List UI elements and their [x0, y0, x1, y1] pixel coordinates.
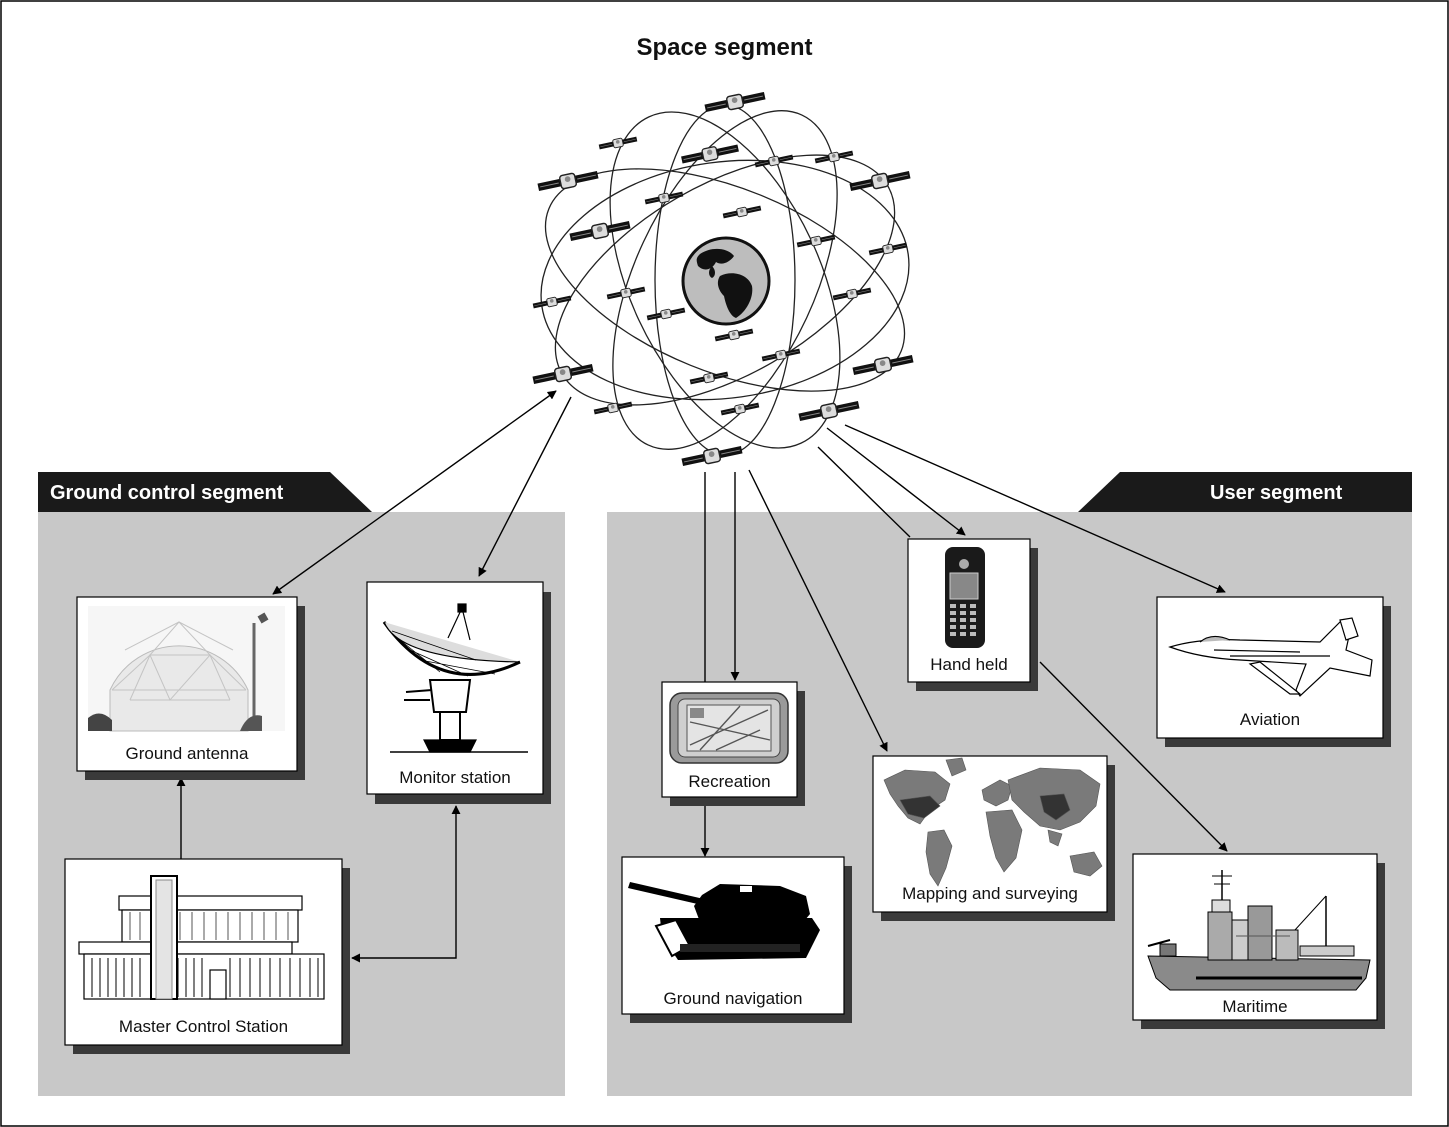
master-control-station-label: Master Control Station: [118, 1017, 289, 1036]
aviation-label: Aviation: [1239, 710, 1301, 729]
hand-held-to-maritime-arrow: [1039, 661, 1228, 852]
recreation-card: [661, 681, 805, 806]
ground-antenna-card: [76, 596, 305, 780]
master-control-station-card: [64, 858, 350, 1054]
hand-held-downlink-line: [817, 446, 911, 538]
connector-group: [176, 390, 1228, 963]
ground-navigation-card: [621, 856, 852, 1023]
space-segment-title: Space segment: [636, 34, 813, 61]
tank-image: [628, 882, 820, 960]
aviation-card: [1156, 596, 1391, 747]
ground-antenna-label: Ground antenna: [125, 744, 249, 763]
radio-telescope-image: [382, 603, 528, 753]
ground-control-segment-label: Ground control segment: [50, 482, 284, 504]
master-monitor-link-arrow: [351, 805, 461, 963]
mapping-downlink-arrow: [748, 469, 888, 752]
building-image: [78, 875, 325, 1000]
mapping-and-surveying-label: Mapping and surveying: [902, 884, 1078, 903]
ground-antenna-uplink-arrow: [272, 390, 557, 595]
monitor-station-downlink-arrow: [478, 396, 572, 577]
radome-image: [88, 606, 285, 732]
ground-navigation-label: Ground navigation: [663, 989, 803, 1008]
orbit: [612, 110, 838, 450]
mapping-and-surveying-card: [872, 755, 1115, 921]
user-segment-banner: [1078, 472, 1412, 512]
monitor-station-label: Monitor station: [399, 768, 511, 787]
maritime-card: [1132, 853, 1385, 1029]
earth-globe: [681, 236, 771, 326]
aviation-downlink-arrow: [844, 424, 1226, 593]
gps-receiver-image: [669, 692, 789, 764]
orbit: [544, 168, 906, 392]
recreation-label: Recreation: [688, 772, 771, 791]
ship-image: [1147, 870, 1371, 991]
user-segment-label: User segment: [1210, 482, 1343, 504]
monitor-station-card: [366, 581, 551, 804]
hand-held-downlink-arrow: [826, 427, 966, 536]
world-map-image: [883, 757, 1103, 887]
hand-held-label: Hand held: [930, 655, 1008, 674]
handheld-device-image: [945, 547, 985, 648]
fighter-jet-image: [1168, 617, 1373, 697]
maritime-label: Maritime: [1222, 997, 1288, 1016]
hand-held-card: [907, 538, 1038, 691]
